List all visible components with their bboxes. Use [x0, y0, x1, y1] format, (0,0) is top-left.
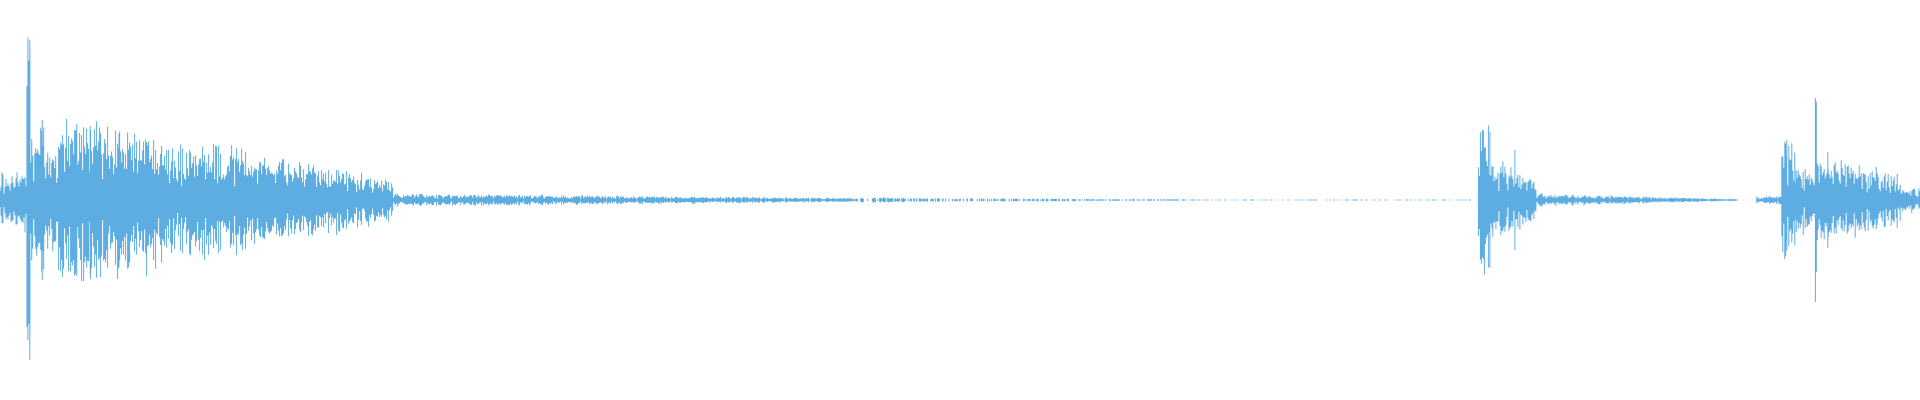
waveform-trace — [0, 37, 1920, 360]
waveform-lines — [0, 37, 1920, 360]
